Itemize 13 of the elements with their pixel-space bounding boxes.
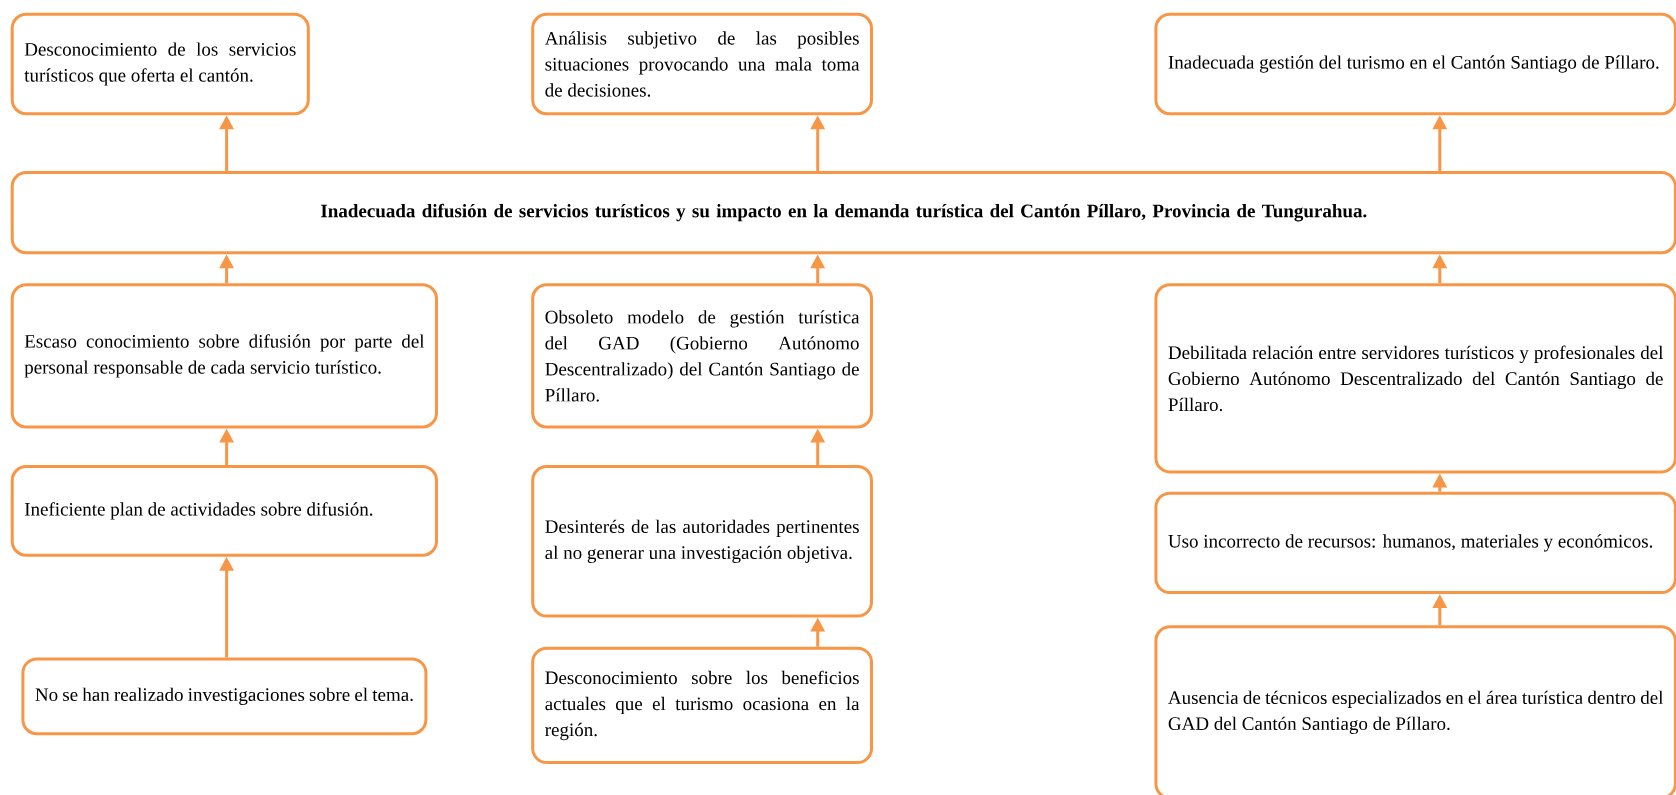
cause-box: No se han realizado investigaciones sobre el tema. [21,657,428,736]
cause-box: Obsoleto modelo de gestión turística del GAD (Gobierno Autónomo Descentralizado) del Cantón Santiago de Píllaro. [531,283,873,429]
cause-box: Desconocimiento sobre los beneficios actuales que el turismo ocasiona en la región. [531,646,873,765]
problem-box: Inadecuada difusión de servicios turísticos y su impacto en la demanda turística del Cantón Píllaro, Provincia de Tungurahua. [10,171,1676,255]
cause-box: Uso incorrecto de recursos: humanos, materiales y económicos. [1154,491,1676,595]
effect-box: Desconocimiento de los servicios turísticos que oferta el cantón. [10,12,310,116]
cause-box: Debilitada relación entre servidores turísticos y profesionales del Gobierno Autónomo Descentralizado del Cantón Santiago de Píllaro. [1154,283,1676,474]
effect-box: Análisis subjetivo de las posibles situaciones provocando una mala toma de decisiones. [531,12,873,116]
cause-box: Ineficiente plan de actividades sobre difusión. [10,465,438,557]
effect-box: Inadecuada gestión del turismo en el Cantón Santiago de Píllaro. [1154,12,1676,116]
cause-box: Desinterés de las autoridades pertinentes al no generar una investigación objetiva. [531,465,873,618]
cause-box: Ausencia de técnicos especializados en el área turística dentro del GAD del Cantón Santiago de Píllaro. [1154,625,1676,795]
cause-box: Escaso conocimiento sobre difusión por parte del personal responsable de cada servicio turístico. [10,283,438,429]
